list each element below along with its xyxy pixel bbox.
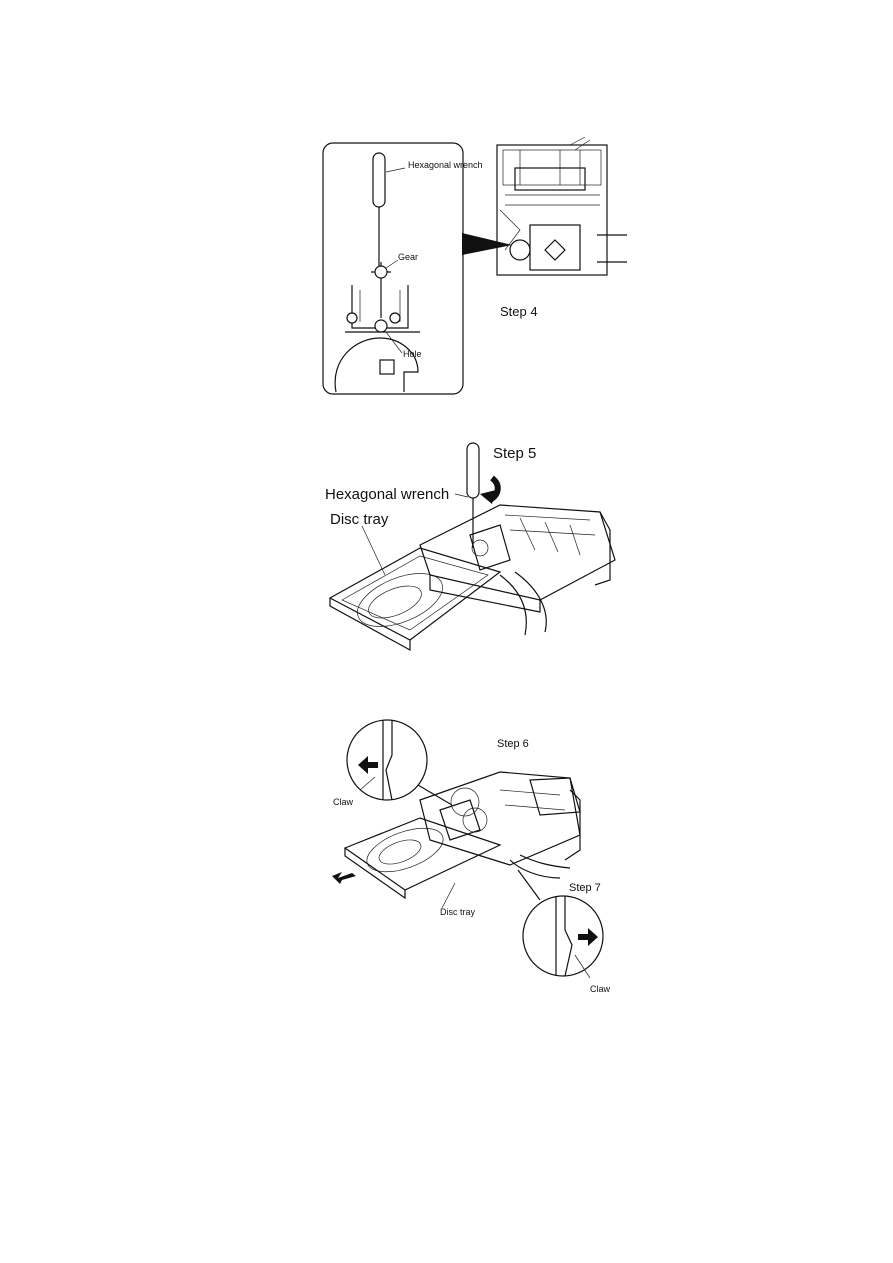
label-step-5: Step 5 xyxy=(493,445,536,462)
disc-tray xyxy=(328,547,502,652)
label-gear: Gear xyxy=(398,252,418,262)
hex-wrench-handle xyxy=(466,442,480,499)
figure-step-4 xyxy=(322,136,627,395)
label-disc-tray-small: Disc tray xyxy=(440,907,476,917)
claw-detail-left xyxy=(346,719,480,817)
label-step-6: Step 6 xyxy=(497,738,529,750)
label-step-4: Step 4 xyxy=(500,304,538,319)
label-hex-wrench-inset: Hexagonal wrench xyxy=(408,160,483,170)
pull-arrow-icon xyxy=(332,872,356,884)
label-step-7: Step 7 xyxy=(569,882,601,894)
figure-step-6-7 xyxy=(332,719,604,979)
label-disc-tray: Disc tray xyxy=(330,511,389,528)
pointer-wedge xyxy=(462,233,512,255)
label-hole: Hole xyxy=(403,349,422,359)
gear-icon xyxy=(371,262,391,282)
claw-detail-right xyxy=(517,869,604,979)
disc-tray xyxy=(332,817,502,900)
mechanism-top-view xyxy=(496,136,627,276)
hex-wrench-handle xyxy=(372,152,386,208)
figure-step-5 xyxy=(328,442,616,652)
arrow-left-icon xyxy=(358,756,378,774)
label-claw-right: Claw xyxy=(590,984,611,994)
label-hex-wrench: Hexagonal wrench xyxy=(325,486,449,503)
label-claw-left: Claw xyxy=(333,797,354,807)
detail-inset-frame xyxy=(322,142,464,395)
mechanism-body xyxy=(419,771,581,879)
mechanism-body xyxy=(419,504,616,636)
arrow-right-icon xyxy=(578,928,598,946)
